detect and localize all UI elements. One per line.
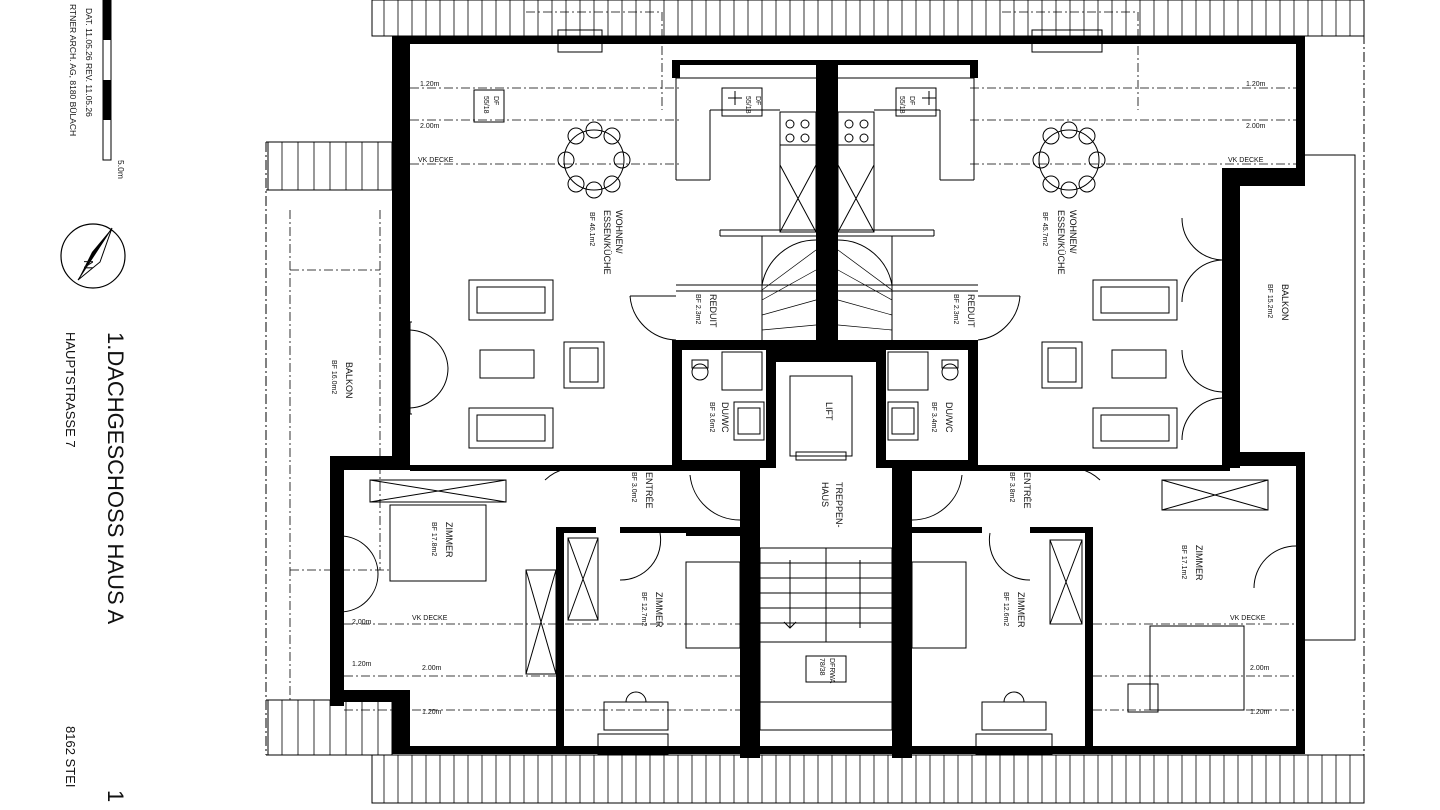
height-200: 2.00m	[422, 665, 442, 672]
room-area: BF 2.3m2	[952, 294, 959, 324]
room-name: TREPPEN-	[834, 482, 844, 528]
height-120: 1.20m	[1246, 81, 1266, 88]
room-area: BF 12.6m2	[1002, 592, 1009, 626]
vk-decke: VK DECKE	[1230, 615, 1266, 622]
height-120: 1.20m	[420, 81, 440, 88]
room-area: BF 17.1m2	[1180, 545, 1187, 579]
room-name: DU/WC	[944, 402, 954, 433]
window-label: DF	[908, 96, 915, 105]
window-label: DF	[492, 96, 499, 105]
room-area: BF 3.0m2	[630, 472, 637, 502]
height-120: 1.20m	[422, 709, 442, 716]
height-200: 2.00m	[1246, 123, 1266, 130]
city-line: 8162 STEI	[63, 726, 78, 787]
room-name: WOHNEN/	[1068, 210, 1078, 254]
vk-decke: VK DECKE	[418, 157, 454, 164]
fixtures	[339, 29, 1297, 755]
plan-title: 1.DACHGESCHOSS HAUS A	[103, 332, 128, 625]
room-name: ZIMMER	[1016, 592, 1026, 628]
room-name: ESSEN/KÜCHE	[602, 210, 612, 275]
room-area: BF 15.2m2	[1266, 284, 1273, 318]
core-walls	[410, 60, 1230, 758]
dimension-labels: 1.20m 2.00m VK DECKE 1.20m 2.00m VK DECK…	[352, 81, 1270, 716]
street-address: HAUPTSTRASSE 7	[63, 332, 78, 448]
room-name: ESSEN/KÜCHE	[1056, 210, 1066, 275]
north-arrow-icon: N	[60, 223, 126, 289]
room-area: BF 45.7m2	[1041, 212, 1048, 246]
room-labels: WOHNEN/ ESSEN/KÜCHE BF 46.1m2 WOHNEN/ ES…	[330, 96, 1290, 684]
height-200: 2.00m	[352, 619, 372, 626]
scale-label: 5.0m	[116, 160, 126, 179]
vk-decke: VK DECKE	[1228, 157, 1264, 164]
room-area: BF 3.8m2	[1008, 472, 1015, 502]
room-name: WOHNEN/	[614, 210, 624, 254]
north-label: N	[81, 260, 96, 269]
architect-line: RTNER ARCH. AG, 8180 BÜLACH	[68, 4, 78, 136]
room-name: ENTRÉE	[644, 472, 654, 509]
room-name: ZIMMER	[1194, 545, 1204, 581]
room-name: ZIMMER	[654, 592, 664, 628]
page-number: 1	[103, 790, 128, 802]
room-name: BALKON	[344, 362, 354, 399]
room-name: ENTRÉE	[1022, 472, 1032, 509]
date-line: DAT. 11.05.26 REV. 11.05.26	[84, 8, 94, 117]
room-name: HAUS	[820, 482, 830, 507]
room-name: DU/WC	[720, 402, 730, 433]
vk-decke: VK DECKE	[412, 615, 448, 622]
slope-lines	[289, 11, 1296, 711]
height-120: 1.20m	[1250, 709, 1270, 716]
window-label: 55/18	[744, 96, 751, 114]
window-label: 55/18	[898, 96, 905, 114]
room-area: BF 12.7m2	[640, 592, 647, 626]
room-area: BF 16.0m2	[330, 360, 337, 394]
room-area: BF 17.8m2	[430, 522, 437, 556]
height-200: 2.00m	[1250, 665, 1270, 672]
window-label: DF	[754, 96, 761, 105]
room-area: 78/38	[818, 658, 825, 676]
room-name: BALKON	[1280, 284, 1290, 321]
title-block: 5.0m DAT. 11.05.26 REV. 11.05.26 RTNER A…	[60, 0, 128, 802]
room-area: BF 46.1m2	[588, 212, 595, 246]
room-area: BF 3.4m2	[930, 402, 937, 432]
exterior-walls	[330, 36, 1305, 754]
height-120: 1.20m	[352, 661, 372, 668]
room-name: REDUIT	[966, 294, 976, 328]
room-name: ZIMMER	[444, 522, 454, 558]
window-label: 55/18	[482, 96, 489, 114]
room-name: LIFT	[824, 402, 834, 421]
room-area: BF 3.6m2	[708, 402, 715, 432]
room-area: BF 2.3m2	[694, 294, 701, 324]
room-name: REDUIT	[708, 294, 718, 328]
height-200: 2.00m	[420, 123, 440, 130]
room-name: DFRWA	[828, 658, 835, 684]
